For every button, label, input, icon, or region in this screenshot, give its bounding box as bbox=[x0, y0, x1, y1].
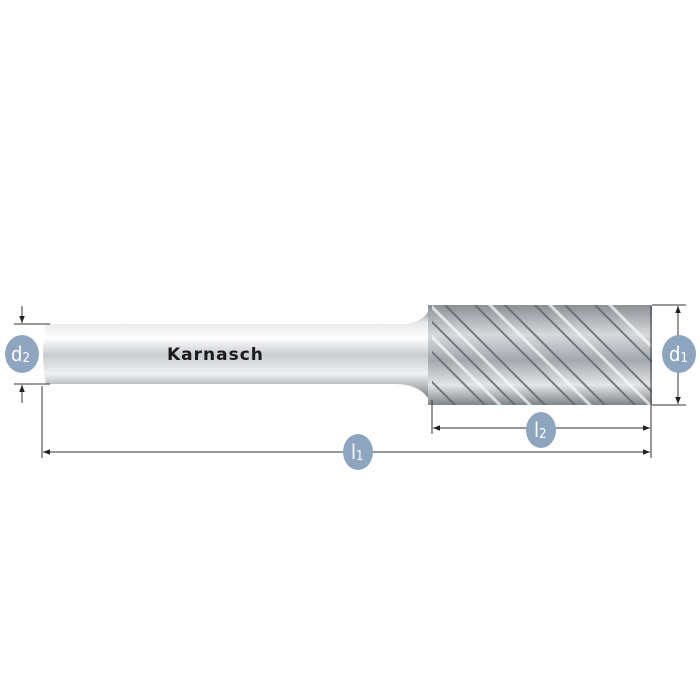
label-l2: l2 bbox=[526, 412, 556, 448]
label-d1: d1 bbox=[662, 335, 696, 373]
label-d2: d2 bbox=[5, 335, 39, 373]
svg-text:l2: l2 bbox=[534, 418, 546, 442]
label-l1: l1 bbox=[343, 434, 373, 470]
brand-logo: Karnasch bbox=[167, 345, 264, 365]
svg-text:l1: l1 bbox=[351, 440, 363, 464]
cutting-head bbox=[428, 305, 652, 405]
svg-text:d2: d2 bbox=[11, 342, 30, 366]
svg-text:d1: d1 bbox=[669, 342, 688, 366]
shank bbox=[43, 312, 428, 398]
